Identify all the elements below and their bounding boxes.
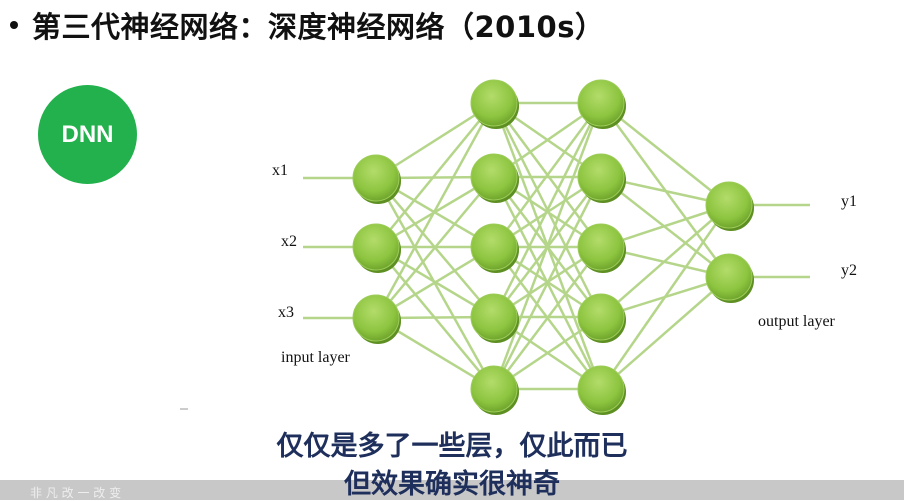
input-layer-label: input layer [281,349,350,366]
dnn-badge-label: DNN [61,120,114,148]
neurons [352,79,754,415]
input-label-x2: x2 [281,233,297,250]
bullet-icon [10,21,18,29]
caption-line-2: 但效果确实很神奇 [344,469,560,500]
output-label-y1: y1 [841,193,857,210]
slide-title-text: 第三代神经网络：深度神经网络（2010s） [32,10,605,44]
slide-title: 第三代神经网络：深度神经网络（2010s） [4,4,604,46]
caption-line-1: 仅仅是多了一些层，仅此而已 [276,431,628,462]
input-label-x3: x3 [278,304,294,321]
bottom-bar-text: 非 凡 改 一 改 变 [30,486,122,500]
divider-mark [180,408,188,410]
bottom-bar: 非 凡 改 一 改 变 [0,480,904,500]
output-layer-label: output layer [758,313,835,330]
dnn-badge: DNN [38,85,137,184]
input-label-x1: x1 [272,162,288,179]
output-label-y2: y2 [841,262,857,279]
